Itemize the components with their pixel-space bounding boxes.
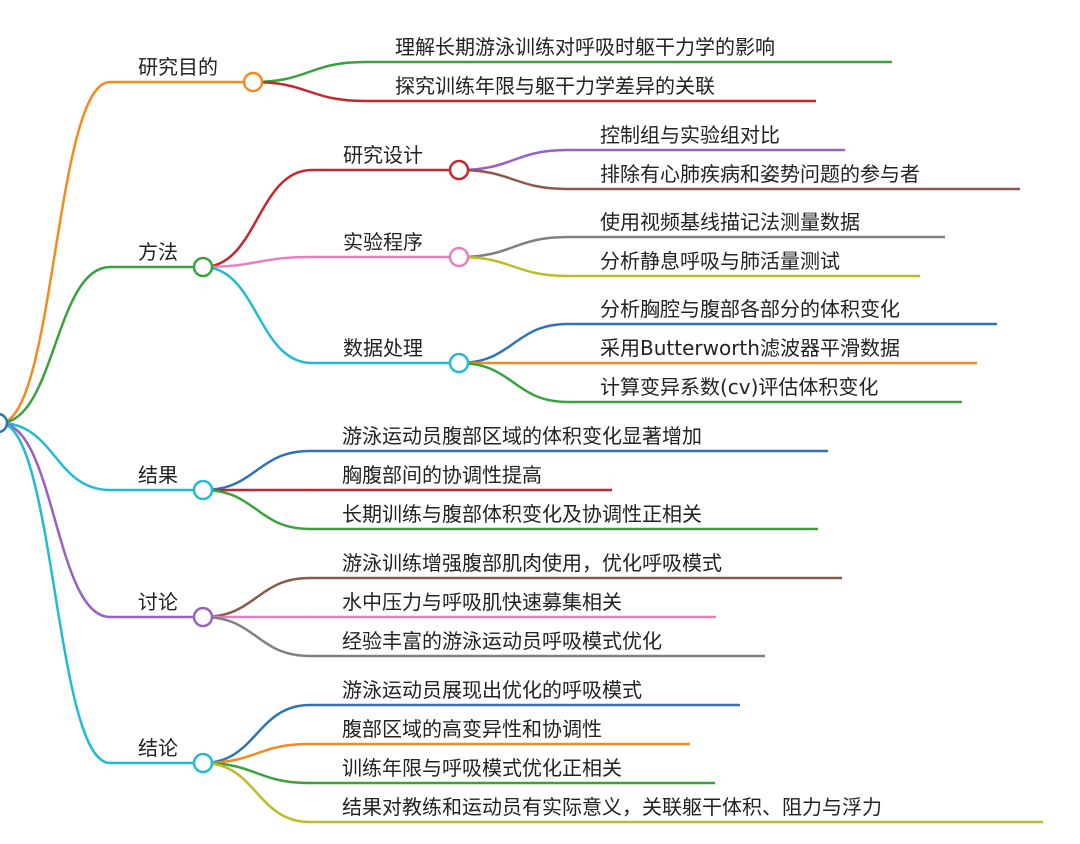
branch-node-purpose [242,71,264,93]
sub1-leaf-label-1: 控制组与实验组对比 [600,123,780,147]
sub-node-2 [448,246,470,268]
branch-connector-results [0,421,112,492]
conclusion-leaf-label-2: 腹部区域的高变异性和协调性 [342,717,602,741]
sub3-leaf-label-3: 计算变异系数(cv)评估体积变化 [600,375,878,399]
branch-connector-discussion [0,421,112,619]
branch-connector-purpose [0,80,112,425]
purpose-leaf-label-2: 探究训练年限与躯干力学差异的关联 [395,74,715,98]
purpose-leaf-connector-2 [251,80,367,103]
conclusion-leaf-label-4: 结果对教练和运动员有实际意义，关联躯干体积、阻力与浮力 [342,795,882,819]
conclusion-leaf-connector-4 [201,761,312,824]
sub3-leaf-connector-3 [457,361,570,404]
sub3-leaf-label-1: 分析胸腔与腹部各部分的体积变化 [600,297,900,321]
branch-label-method: 方法 [138,240,178,264]
sub-label-1: 研究设计 [343,143,423,167]
branch-label-results: 结果 [138,463,178,487]
sub-node-3 [448,352,470,374]
sub1-leaf-connector-2 [457,168,570,191]
conclusion-leaf-connector-2 [201,742,312,765]
conclusion-leaf-connector-1 [201,703,312,765]
discussion-leaf-connector-1 [201,576,312,619]
sub-label-3: 数据处理 [343,336,423,360]
branch-node-discussion [192,606,214,628]
sub2-leaf-connector-2 [457,255,570,278]
sub-connector-2 [201,255,314,269]
purpose-leaf-label-1: 理解长期游泳训练对呼吸时躯干力学的影响 [395,35,775,59]
sub1-leaf-label-2: 排除有心肺疾病和姿势问题的参与者 [600,162,920,186]
branch-connector-conclusion [0,421,112,765]
branch-connector-method [0,265,112,425]
purpose-leaf-connector-1 [251,60,367,84]
sub3-leaf-connector-1 [457,322,570,365]
branch-label-purpose: 研究目的 [138,55,218,79]
sub3-leaf-label-2: 采用Butterworth滤波器平滑数据 [600,336,900,360]
conclusion-leaf-label-3: 训练年限与呼吸模式优化正相关 [342,756,622,780]
branch-label-conclusion: 结论 [138,736,178,760]
discussion-leaf-label-2: 水中压力与呼吸肌快速募集相关 [342,590,622,614]
sub2-leaf-label-2: 分析静息呼吸与肺活量测试 [600,249,840,273]
results-leaf-label-3: 长期训练与腹部体积变化及协调性正相关 [342,502,702,526]
sub2-leaf-connector-1 [457,235,570,259]
sub-label-2: 实验程序 [343,230,423,254]
results-leaf-connector-1 [201,449,312,492]
results-leaf-label-2: 胸腹部间的协调性提高 [342,463,542,487]
sub-node-1 [448,159,470,181]
conclusion-leaf-label-1: 游泳运动员展现出优化的呼吸模式 [342,678,642,702]
branch-node-results [192,479,214,501]
branch-label-discussion: 讨论 [138,590,178,614]
discussion-leaf-connector-3 [201,615,312,658]
results-leaf-connector-3 [201,488,312,531]
discussion-leaf-label-1: 游泳训练增强腹部肌肉使用，优化呼吸模式 [342,551,722,575]
branch-node-conclusion [192,752,214,774]
sub-connector-3 [201,265,314,365]
sub2-leaf-label-1: 使用视频基线描记法测量数据 [600,210,860,234]
branch-node-method [192,256,214,278]
discussion-leaf-label-3: 经验丰富的游泳运动员呼吸模式优化 [342,629,662,653]
results-leaf-label-1: 游泳运动员腹部区域的体积变化显著增加 [342,424,702,448]
sub1-leaf-connector-1 [457,148,570,172]
root-node [0,412,9,434]
sub-connector-1 [201,168,314,269]
